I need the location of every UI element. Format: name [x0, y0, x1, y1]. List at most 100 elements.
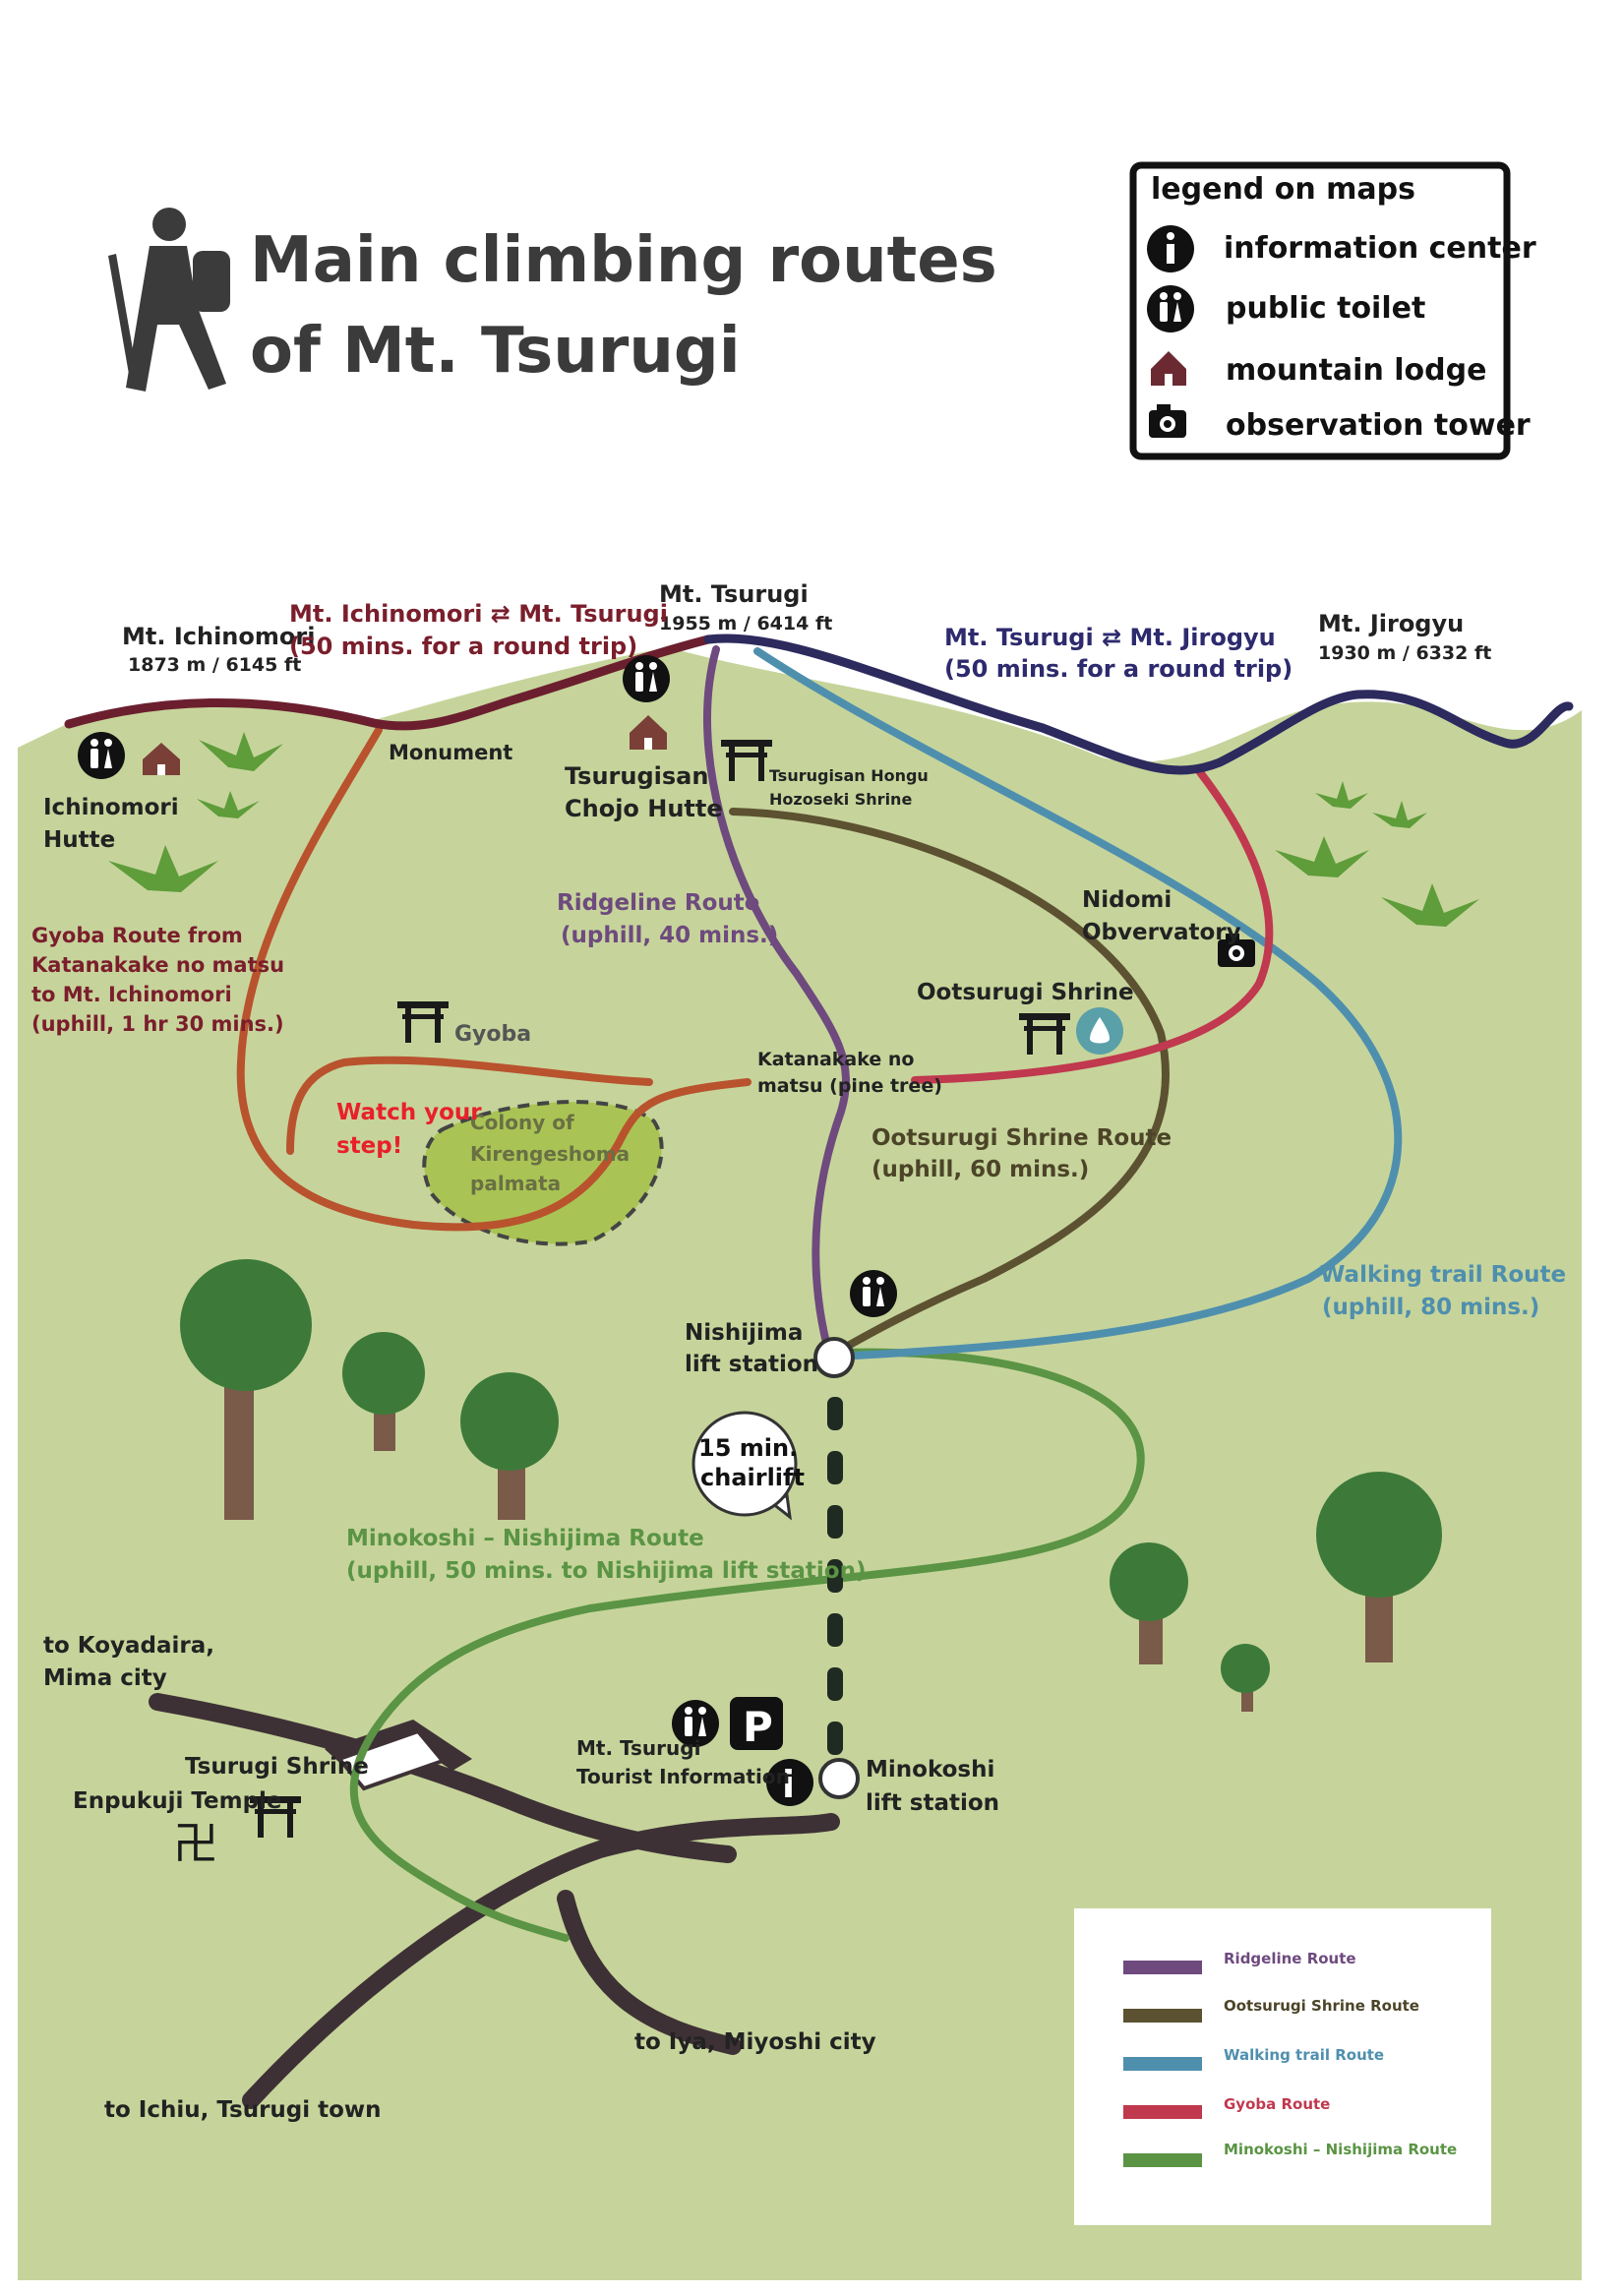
tourist-info-line1: Mt. Tsurugi	[576, 1736, 700, 1760]
ridge-east-label-line1: Mt. Tsurugi ⇄ Mt. Jirogyu	[944, 624, 1276, 651]
watch-step-line2: step!	[336, 1133, 402, 1159]
peak-tsurugi-height: 1955 m / 6414 ft	[659, 613, 832, 634]
lodge-icon	[143, 743, 180, 775]
colony-line2: Kirengeshoma	[470, 1142, 630, 1166]
chairlift-line	[827, 1397, 843, 1755]
minokoshi-route	[349, 1348, 1145, 1942]
enpukuji-label: Enpukuji Temple	[73, 1788, 282, 1814]
route-legend-label-gyoba: Gyoba Route	[1224, 2095, 1330, 2113]
ootsurugi-route	[729, 808, 1170, 1354]
walking-route-label-1: Walking trail Route	[1320, 1262, 1566, 1288]
ootsurugi-route-label-2: (uphill, 60 mins.)	[872, 1157, 1089, 1182]
legend-label-toilet: public toilet	[1226, 291, 1425, 326]
ridge-west-label-line2: (50 mins. for a round trip)	[289, 633, 637, 660]
page-title-line1: Main climbing routes	[250, 224, 997, 297]
chojo-hutte-line1: Tsurugisan	[565, 762, 708, 790]
ridge-west	[64, 634, 713, 731]
chairlift-bubble: 15 min. chairlift	[691, 1411, 805, 1521]
ootsurugi-route-label-1: Ootsurugi Shrine Route	[872, 1125, 1172, 1151]
gyoba-label: Gyoba	[454, 1022, 531, 1047]
minokoshi-route-label-1: Minokoshi – Nishijima Route	[346, 1526, 704, 1551]
koyadaira-line2: Mima city	[43, 1665, 167, 1691]
torii-icon	[250, 1796, 301, 1838]
toilet-icon	[1147, 285, 1194, 332]
gyoba-route-label-4: (uphill, 1 hr 30 mins.)	[31, 1012, 284, 1036]
peak-ichinomori-height: 1873 m / 6145 ft	[128, 654, 301, 676]
torii-icon	[397, 1001, 449, 1043]
legend-label-lodge: mountain lodge	[1226, 353, 1486, 388]
route-lines	[236, 645, 1403, 1942]
hongu-line2: Hozoseki Shrine	[769, 790, 912, 809]
camera-icon	[1149, 404, 1186, 438]
peak-ichinomori-name: Mt. Ichinomori	[122, 623, 315, 650]
minokoshi-station-line2: lift station	[866, 1790, 999, 1816]
walking-route	[753, 647, 1403, 1359]
forest	[180, 1259, 1442, 1712]
ridge-west-label-line1: Mt. Ichinomori ⇄ Mt. Tsurugi	[289, 600, 668, 628]
tsurugi-shrine-label: Tsurugi Shrine	[185, 1754, 369, 1780]
ridge-east	[703, 634, 1574, 775]
ichinomori-hutte-line1: Ichinomori	[43, 795, 179, 820]
chairlift-bubble-line2: chairlift	[700, 1464, 805, 1491]
nishijima-line2: lift station	[685, 1352, 818, 1377]
toilet-icon	[672, 1700, 719, 1747]
hongu-line1: Tsurugisan Hongu	[769, 766, 929, 785]
legend-label-tower: observation tower	[1226, 408, 1531, 443]
torii-icon	[1019, 1013, 1070, 1055]
ridgeline-route	[703, 645, 850, 1347]
peak-jirogyu-height: 1930 m / 6332 ft	[1318, 642, 1491, 664]
colony-line3: palmata	[470, 1172, 561, 1195]
ridgeline-route-label-1: Ridgeline Route	[557, 890, 759, 916]
watch-step-line1: Watch your	[336, 1100, 482, 1125]
iya-label: to Iya, Miyoshi city	[634, 2029, 876, 2055]
parking-letter: P	[743, 1703, 773, 1751]
ridge-east-label-line2: (50 mins. for a round trip)	[944, 655, 1292, 683]
info-icon: i	[766, 1759, 813, 1806]
minokoshi-route-label-2: (uphill, 50 mins. to Nishijima lift stat…	[346, 1558, 866, 1584]
katanakake-line1: Katanakake no	[757, 1049, 914, 1070]
katanakake-line2: matsu (pine tree)	[757, 1075, 942, 1097]
camera-icon	[1218, 934, 1255, 967]
peak-tsurugi-name: Mt. Tsurugi	[659, 580, 809, 608]
lodge-icon	[1151, 351, 1186, 386]
water-drop-icon	[1076, 1007, 1123, 1055]
nidomi-line1: Nidomi	[1082, 887, 1172, 913]
gyoba-route-label-3: to Mt. Ichinomori	[31, 983, 232, 1006]
lodge-icon	[630, 715, 667, 750]
parking-icon: P	[730, 1697, 783, 1751]
gyoba-route-label-1: Gyoba Route from	[31, 924, 243, 947]
ootsurugi-shrine-label: Ootsurugi Shrine	[917, 980, 1134, 1005]
route-legend-label-walking: Walking trail Route	[1224, 2046, 1384, 2064]
temple-icon: 卍	[173, 1817, 218, 1870]
gyoba-route-orange	[236, 726, 751, 1232]
toilet-icon	[850, 1270, 897, 1317]
icon-legend: legend on maps information center public…	[1110, 138, 1544, 460]
info-glyph: i	[782, 1763, 795, 1806]
route-legend-label-minokoshi: Minokoshi – Nishijima Route	[1224, 2141, 1457, 2158]
roads	[149, 1693, 840, 2109]
ridgeline-route-label-2: (uphill, 40 mins.)	[561, 923, 778, 948]
ichinomori-hutte-line2: Hutte	[43, 827, 115, 853]
nishijima-station-marker	[813, 1337, 855, 1378]
gyoba-route-label-2: Katanakake no matsu	[31, 953, 284, 977]
tourist-info-line2: Tourist Information	[576, 1765, 790, 1788]
toilet-icon	[78, 732, 125, 779]
monument-label: Monument	[389, 741, 512, 764]
info-icon	[1147, 225, 1194, 272]
minokoshi-station-marker	[818, 1758, 860, 1799]
toilet-icon	[623, 655, 670, 702]
torii-icon	[721, 740, 772, 781]
grass-tufts	[108, 732, 1479, 927]
hiker-icon	[108, 208, 230, 392]
walking-route-label-2: (uphill, 80 mins.)	[1322, 1295, 1539, 1320]
nidomi-line2: Obvervatory	[1082, 920, 1241, 945]
route-legend-label-ridgeline: Ridgeline Route	[1224, 1950, 1356, 1967]
kirengeshoma-colony	[422, 1100, 664, 1246]
ichiu-label: to Ichiu, Tsurugi town	[104, 2097, 382, 2123]
legend-label-info: information center	[1224, 231, 1536, 266]
page-title-line2: of Mt. Tsurugi	[250, 315, 741, 388]
peak-jirogyu-name: Mt. Jirogyu	[1318, 610, 1464, 637]
colony-line1: Colony of	[470, 1111, 574, 1134]
